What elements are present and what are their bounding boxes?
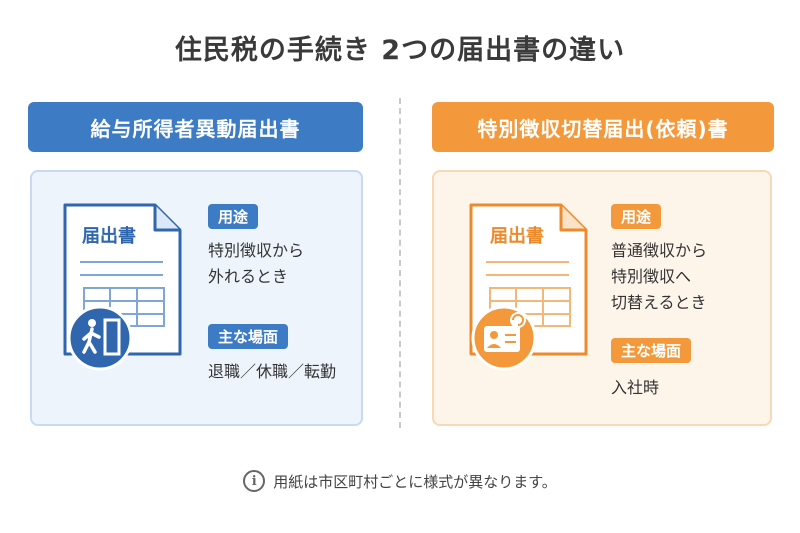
center-divider <box>399 98 401 428</box>
left-situation-tag: 主な場面 <box>208 324 289 349</box>
footer-note-text: 用紙は市区町村ごとに様式が異なります。 <box>273 472 557 491</box>
left-doc-label: 届出書 <box>82 225 136 247</box>
exit-door-person-icon <box>67 305 133 371</box>
page-title: 住民税の手続き 2つの届出書の違い <box>174 35 626 66</box>
right-situation-tag: 主な場面 <box>611 338 692 363</box>
footer-note: i 用紙は市区町村ごとに様式が異なります。 <box>0 470 800 492</box>
right-doc-label: 届出書 <box>490 225 544 247</box>
right-form-panel: 届出書 用途 普通徴収から 特別徴収へ 切替えるとき 主な場面 入社時 <box>432 170 772 426</box>
right-situation-text: 入社時 <box>611 378 660 397</box>
right-form-header: 特別徴収切替届出(依頼)書 <box>432 102 774 152</box>
right-usage-tag: 用途 <box>611 204 662 229</box>
left-situation-text: 退職／休職／転勤 <box>208 362 337 381</box>
info-icon: i <box>243 470 266 492</box>
left-form-panel: 届出書 用途 特別徴収から 外れるとき 主な場面 退職／休職／転勤 <box>30 170 363 426</box>
right-usage-text: 普通徴収から 特別徴収へ 切替えるとき <box>611 241 708 312</box>
left-usage-text: 特別徴収から 外れるとき <box>208 241 305 286</box>
left-form-header: 給与所得者異動届出書 <box>28 102 363 152</box>
left-usage-tag: 用途 <box>208 204 259 229</box>
left-document-illustration: 届出書 <box>63 203 182 371</box>
right-document-illustration: 届出書 <box>469 203 588 371</box>
id-card-switch-icon <box>471 305 537 371</box>
